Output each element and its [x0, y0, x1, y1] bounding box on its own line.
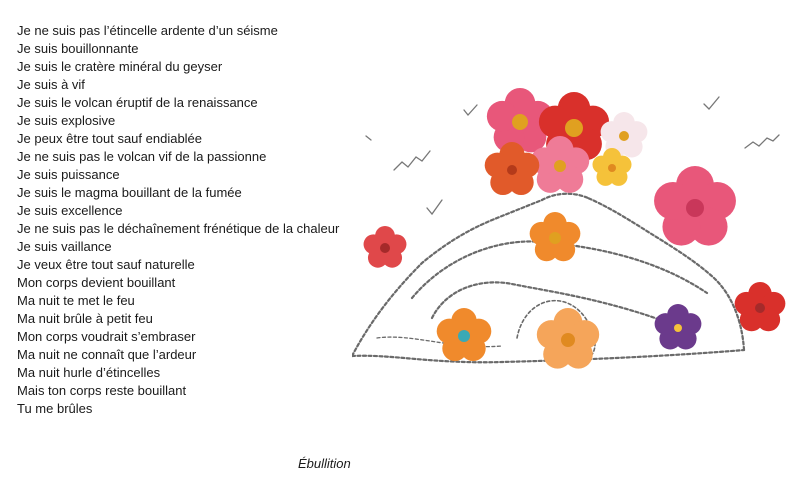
poem-line: Mais ton corps reste bouillant	[17, 383, 187, 398]
poem-line: Je suis à vif	[17, 77, 85, 92]
poem-line: Ma nuit hurle d’étincelles	[17, 365, 161, 380]
poem-text: Je ne suis pas l’étincelle ardente d’un …	[17, 22, 357, 418]
poem-line: Je suis excellence	[17, 203, 123, 218]
scribble-marks	[365, 96, 780, 216]
poem-line: Ma nuit ne connaît que l’ardeur	[17, 347, 197, 362]
poem-line: Ma nuit te met le feu	[17, 293, 135, 308]
volcano-collage	[352, 88, 786, 369]
poem-line: Mon corps devient bouillant	[17, 275, 176, 290]
poem-line: Je suis puissance	[17, 167, 120, 182]
poem-line: Je ne suis pas le déchaînement frénétiqu…	[17, 221, 340, 236]
poem-line: Je ne suis pas le volcan vif de la passi…	[17, 149, 267, 164]
scattered-flowers	[363, 166, 786, 369]
poem-line: Ma nuit brûle à petit feu	[17, 311, 153, 326]
poem-line: Tu me brûles	[17, 401, 93, 416]
flower-cluster	[484, 88, 648, 196]
poem-line: Mon corps voudrait s’embraser	[17, 329, 196, 344]
poem-line: Je ne suis pas l’étincelle ardente d’un …	[17, 23, 278, 38]
poem-line: Je suis le cratère minéral du geyser	[17, 59, 223, 74]
poem-line: Je suis vaillance	[17, 239, 112, 254]
poem-line: Je suis le magma bouillant de la fumée	[17, 185, 242, 200]
poem-line: Je peux être tout sauf endiablée	[17, 131, 203, 146]
poem-line: Je suis bouillonnante	[17, 41, 139, 56]
poem-line: Je veux être tout sauf naturelle	[17, 257, 195, 272]
poem-line: Je suis le volcan éruptif de la renaissa…	[17, 95, 258, 110]
artwork-caption: Ébullition	[298, 456, 351, 471]
poem-line: Je suis explosive	[17, 113, 116, 128]
